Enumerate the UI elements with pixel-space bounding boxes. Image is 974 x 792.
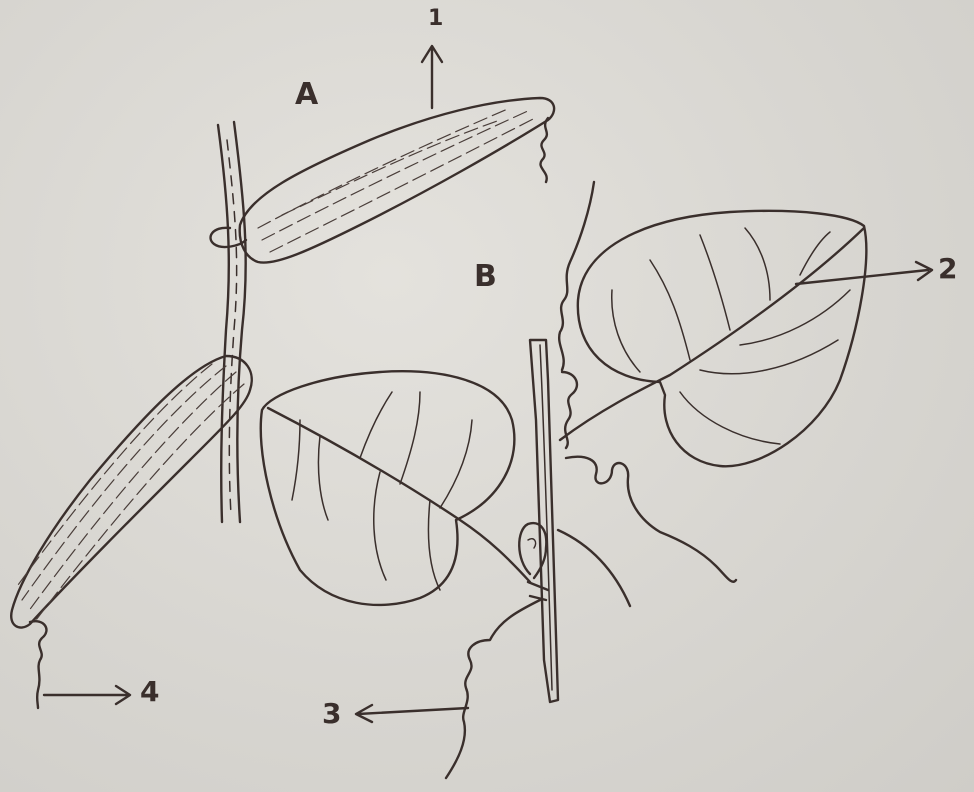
arrow-1 [422,46,442,108]
stipule-lower-right [558,530,630,606]
stem-a-midline [227,140,237,515]
label-number-3: 3 [322,700,341,728]
upper-leaf-a [240,98,554,263]
arrow-3 [356,705,468,722]
tendril-lower-b [446,600,540,778]
lower-leaf-petiole [528,582,548,600]
part-a-drawing [11,46,554,708]
tendril-mid-right [566,457,736,582]
node-bud-b [519,523,546,578]
label-number-1: 1 [428,8,443,30]
arrow-4 [44,686,130,704]
label-number-2: 2 [938,255,957,283]
part-b-drawing [261,182,932,778]
label-part-b: B [474,262,497,292]
stem-b [530,340,558,702]
label-number-4: 4 [140,678,159,706]
stem-a [218,125,229,522]
upper-right-leaf [578,211,866,466]
upper-right-leaf-midrib [560,228,864,440]
tendril-top-b [559,182,594,370]
tendril-upper-tip [540,118,548,182]
lower-left-leaf [261,371,515,605]
label-part-a: A [295,80,318,110]
stem-a-outline [234,122,246,522]
